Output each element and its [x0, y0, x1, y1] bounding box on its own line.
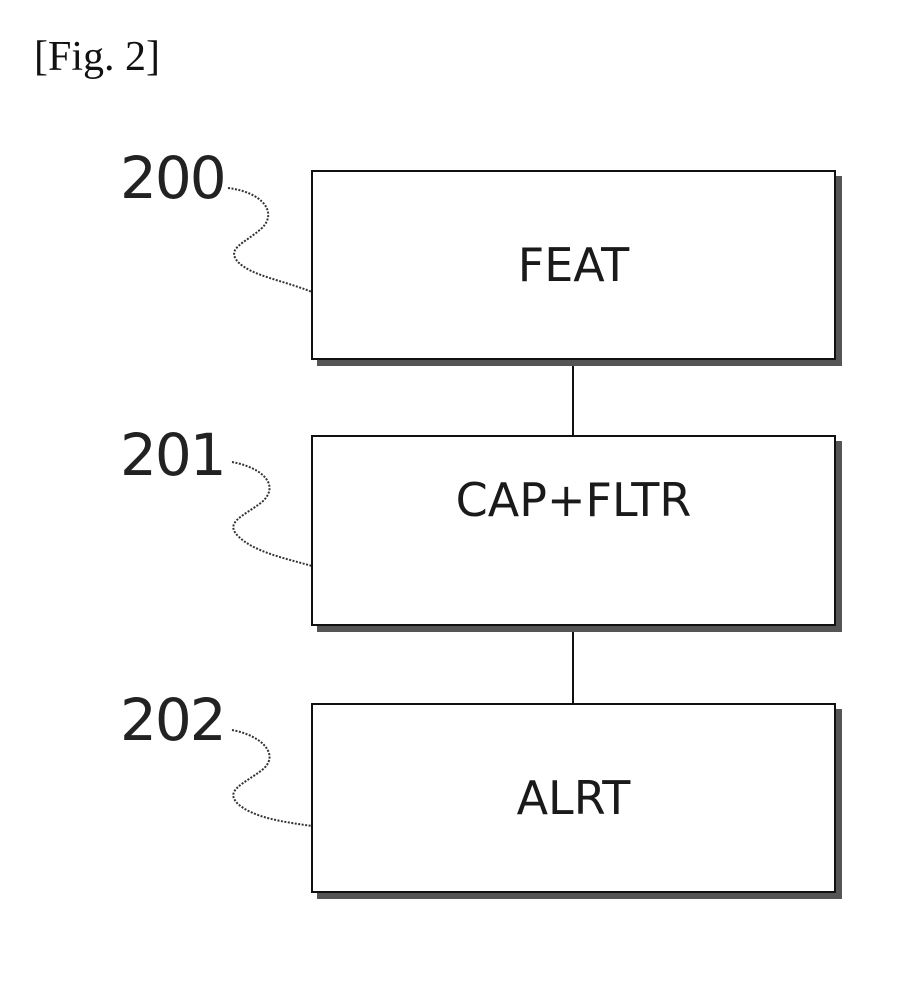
block-alrt-label: ALRT: [516, 771, 631, 825]
leader-line-201: [231, 461, 313, 567]
ref-numeral-200: 200: [120, 144, 227, 212]
ref-numeral-202: 202: [120, 686, 227, 754]
ref-numeral-201: 201: [120, 421, 227, 489]
figure-label: [Fig. 2]: [34, 34, 160, 80]
block-alrt: ALRT: [311, 703, 836, 893]
leader-line-202: [231, 729, 313, 827]
block-cap-fltr: CAP+FLTR: [311, 435, 836, 626]
leader-line-200: [227, 187, 313, 293]
block-feat-label: FEAT: [517, 238, 630, 292]
block-feat: FEAT: [311, 170, 836, 360]
block-cap-fltr-label: CAP+FLTR: [455, 473, 692, 527]
